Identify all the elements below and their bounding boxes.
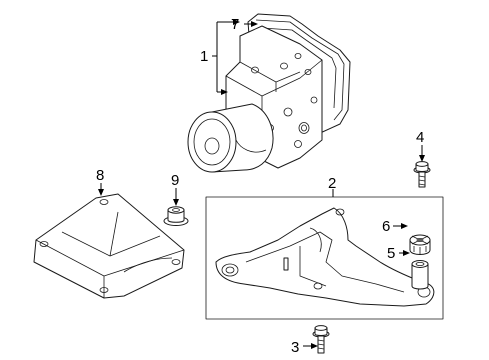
callout-4: 4 — [416, 129, 424, 146]
bracket-kit-box — [205, 196, 444, 320]
callout-5: 5 — [387, 245, 395, 262]
control-module — [33, 193, 185, 299]
callout-8: 8 — [96, 167, 104, 184]
grommet — [409, 234, 431, 255]
callout-labels: 1 2 3 4 5 6 7 8 9 — [96, 16, 424, 356]
bolt-lower — [312, 325, 330, 354]
callout-6: 6 — [382, 218, 390, 235]
callout-7: 7 — [231, 16, 239, 33]
callout-9: 9 — [171, 172, 179, 189]
bolt-upper — [413, 161, 431, 188]
mounting-bracket — [215, 207, 435, 307]
sleeve — [411, 260, 429, 290]
callout-3: 3 — [291, 339, 299, 356]
callout-2: 2 — [328, 175, 336, 192]
flange-nut — [163, 206, 189, 226]
bracket-kit-frame — [205, 196, 444, 320]
leader-lines — [98, 19, 425, 349]
callout-1: 1 — [200, 48, 208, 65]
abs-modulator-assembly — [187, 13, 351, 173]
